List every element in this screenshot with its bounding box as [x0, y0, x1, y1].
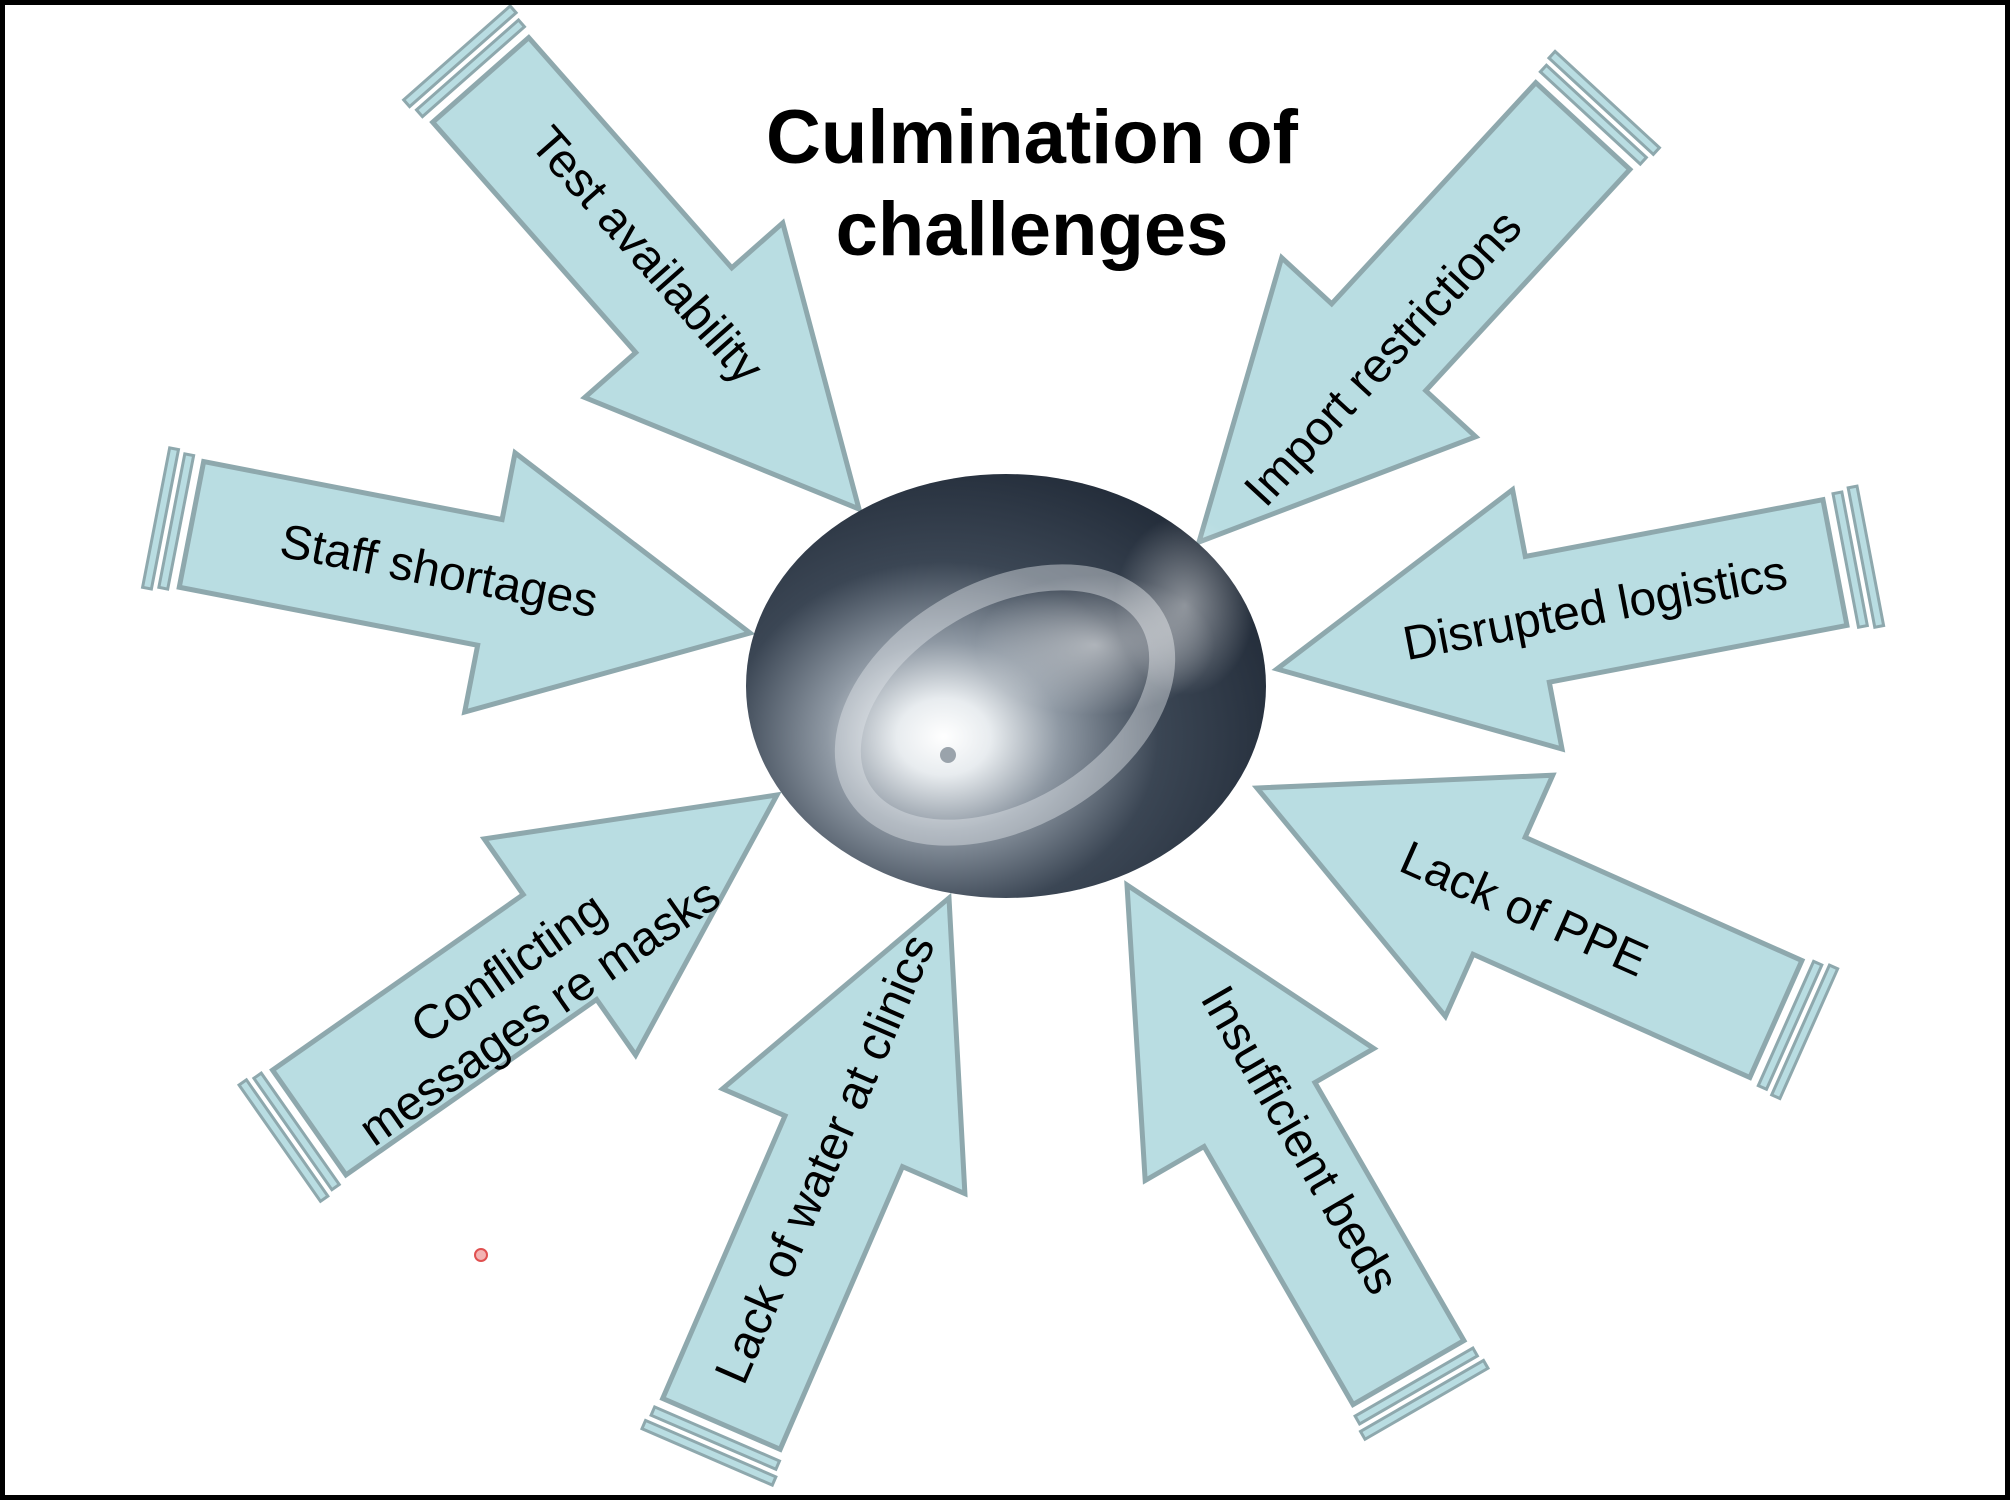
- arrow-conflicting-messages: [236, 791, 782, 1204]
- arrow-shape: [1271, 485, 1850, 753]
- arrow-test-availability: [401, 5, 863, 514]
- arrow-shape: [1195, 79, 1634, 547]
- arrow-tail-stripe: [640, 1418, 778, 1488]
- arrow-shape: [269, 791, 782, 1179]
- arrow-tail-stripe: [414, 17, 527, 119]
- title-line-2: challenges: [836, 187, 1229, 272]
- arrow-tail-stripe: [1546, 49, 1662, 157]
- arrow-tail-stripe: [251, 1071, 342, 1192]
- arrow-shape: [429, 34, 863, 514]
- arrow-shape: [176, 448, 756, 716]
- slide: Culmination of challenges Test availabil…: [5, 5, 2005, 1495]
- arrow-tail-stripe: [1831, 490, 1870, 630]
- arrow-tail-stripe: [140, 446, 181, 591]
- arrow-tail-stripe: [1353, 1346, 1480, 1426]
- arrow-tail-stripe: [157, 452, 196, 591]
- pointer-dot-icon: [474, 1248, 488, 1262]
- title-line-1: Culmination of: [766, 95, 1299, 180]
- arrow-shape: [1251, 772, 1806, 1081]
- arrow-disrupted-logistics: [1271, 484, 1886, 753]
- arrow-shape: [1124, 880, 1468, 1408]
- arrow-tail-stripe: [1769, 963, 1840, 1101]
- arrow-import-restrictions: [1195, 49, 1662, 547]
- hurricane-image: [746, 474, 1266, 898]
- arrow-tail-stripe: [1358, 1358, 1491, 1442]
- arrow-tail-stripe: [1756, 959, 1824, 1092]
- arrow-lack-of-ppe: [1251, 772, 1840, 1101]
- arrow-tail-stripe: [649, 1404, 782, 1472]
- arrow-lack-of-water: [640, 892, 968, 1488]
- challenges-diagram: Culmination of challenges Test availabil…: [140, 5, 1886, 1488]
- arrow-insufficient-beds: [1124, 880, 1491, 1442]
- arrow-staff-shortages: [140, 446, 756, 716]
- arrow-tail-stripe: [1538, 63, 1649, 167]
- arrow-tail-stripe: [1846, 484, 1886, 630]
- arrow-tail-stripe: [236, 1077, 330, 1204]
- arrow-shape: [659, 892, 968, 1453]
- arrow-tail-stripe: [401, 5, 519, 109]
